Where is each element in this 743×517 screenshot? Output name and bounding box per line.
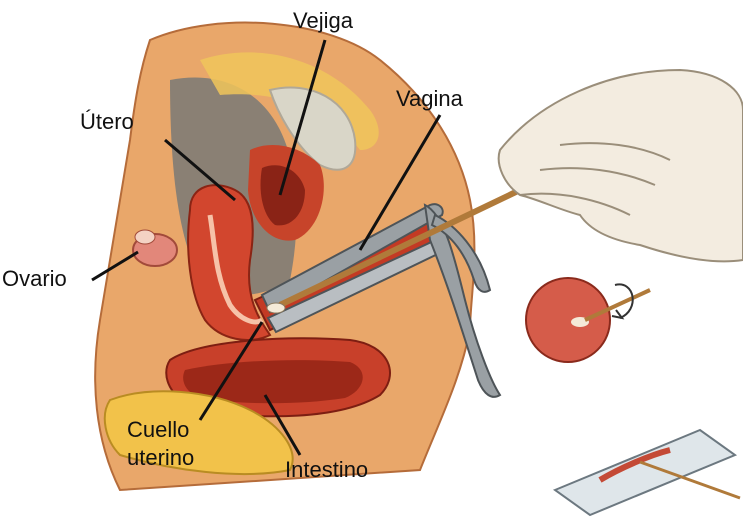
- gloved-hand: [499, 70, 743, 261]
- label-cervix-line2: uterino: [127, 445, 194, 470]
- label-intestine: Intestino: [285, 457, 368, 482]
- cervix-inset: [526, 278, 650, 362]
- swab-tip: [267, 303, 285, 313]
- label-uterus: Útero: [80, 109, 134, 134]
- ovary-shape-2: [135, 230, 155, 244]
- label-vagina: Vagina: [396, 86, 464, 111]
- label-ovary: Ovario: [2, 266, 67, 291]
- label-bladder: Vejiga: [293, 8, 354, 33]
- label-cervix-line1: Cuello: [127, 417, 189, 442]
- glass-slide: [555, 430, 740, 515]
